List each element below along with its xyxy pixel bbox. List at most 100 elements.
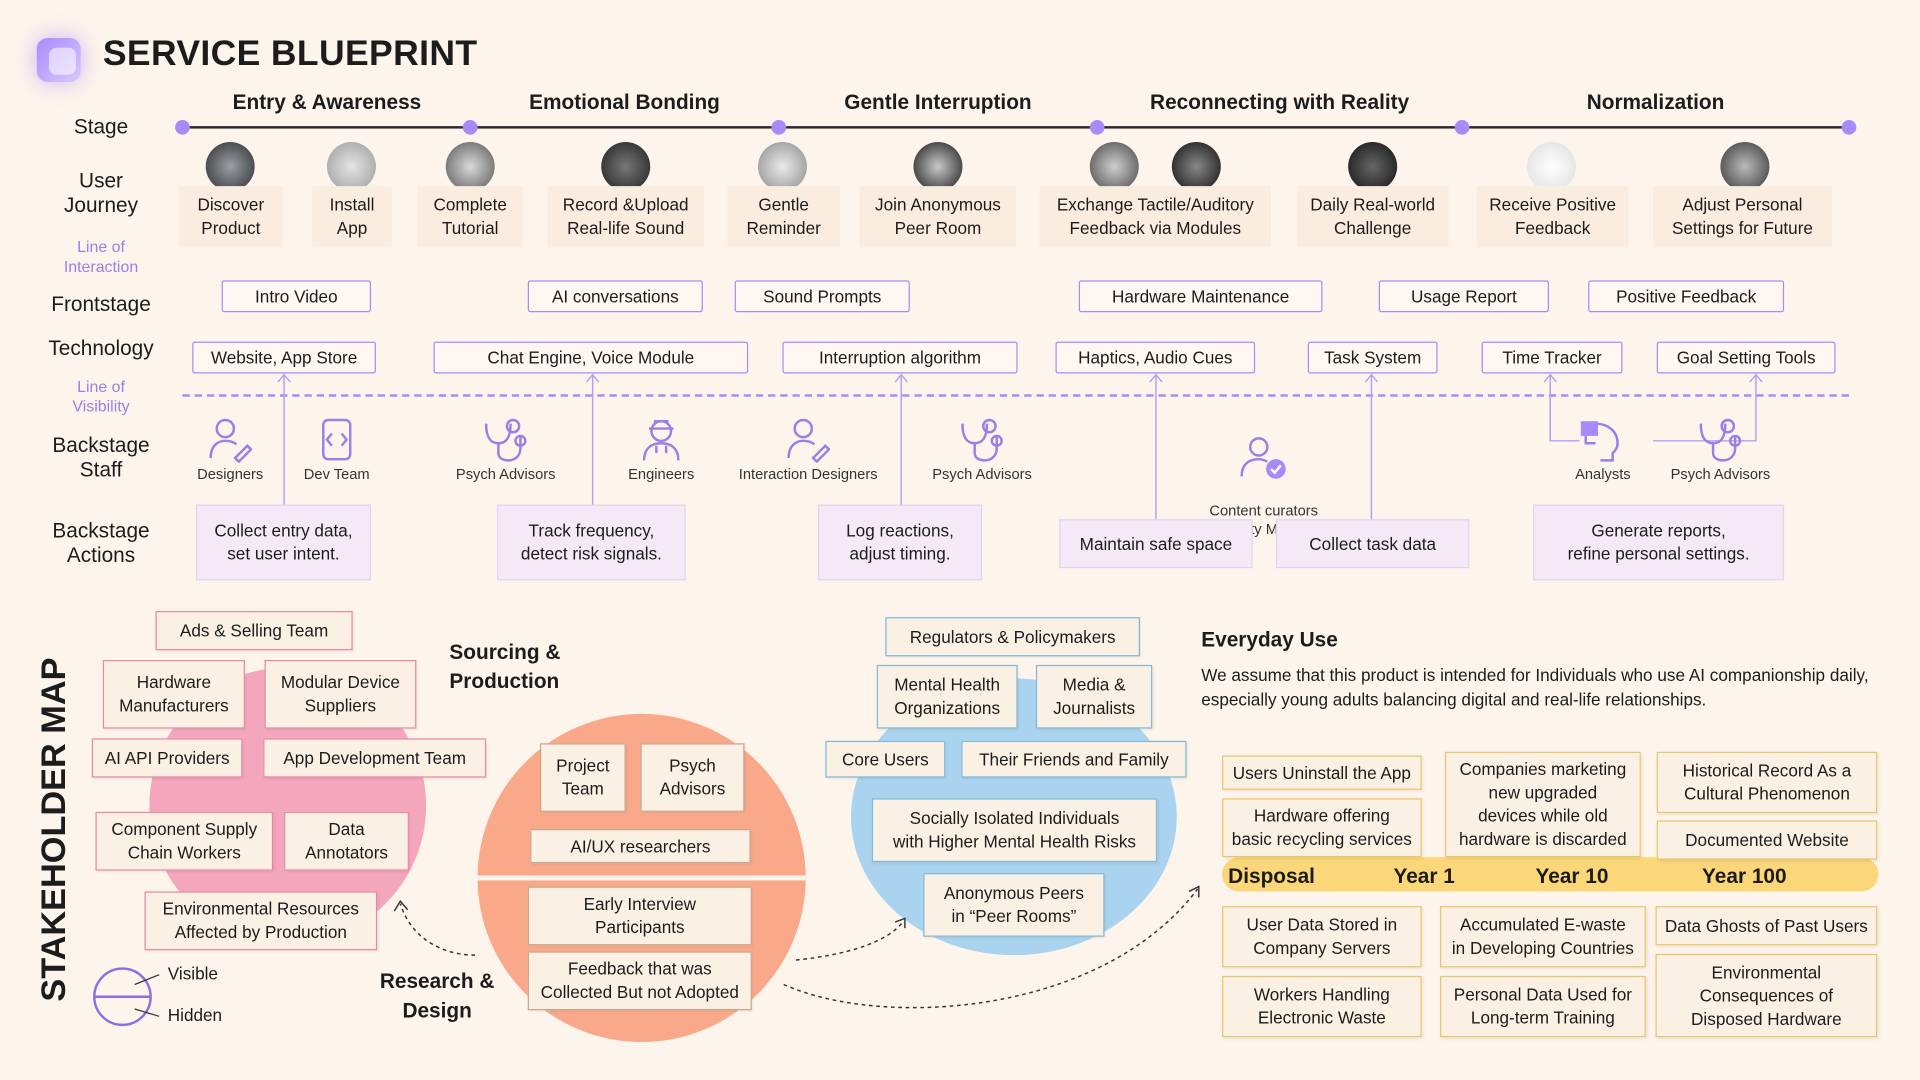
stakeholder-mental-health-orgs: Mental Health Organizations	[876, 664, 1018, 729]
stakeholder-feedback-not-adopted: Feedback that was Collected But not Adop…	[527, 951, 752, 1011]
stakeholder-app-dev-team: App Development Team	[263, 738, 487, 778]
research-design-label: Research & Design	[379, 969, 495, 1023]
engineer-icon	[642, 420, 680, 461]
stakeholder-isolated-individuals: Socially Isolated Individuals with Highe…	[871, 798, 1158, 863]
backstage-action: Maintain safe space	[1059, 519, 1253, 569]
technology-item: Time Tracker	[1481, 341, 1623, 374]
phase-gentle-interruption: Gentle Interruption	[844, 90, 1032, 114]
stakeholder-core-users: Core Users	[825, 740, 946, 778]
staff-psych-advisors: Psych Advisors	[443, 416, 568, 482]
legend-visible-label: Visible	[167, 963, 218, 984]
line-of-visibility	[182, 394, 1849, 397]
row-label-technology: Technology	[48, 336, 154, 361]
journey-step: Daily Real-world Challenge	[1296, 186, 1449, 248]
stakeholder-media-journalists: Media & Journalists	[1035, 664, 1153, 729]
everyday-environmental-consequences: Environmental Consequences of Disposed H…	[1655, 953, 1878, 1038]
backstage-action: Generate reports, refine personal settin…	[1533, 504, 1785, 581]
staff-psych-advisors: Psych Advisors	[921, 416, 1043, 482]
stakeholder-ads-selling: Ads & Selling Team	[155, 611, 353, 651]
everyday-accumulated-ewaste: Accumulated E-waste in Developing Countr…	[1440, 906, 1646, 968]
timeline-band	[1222, 857, 1879, 892]
frontstage-item: Hardware Maintenance	[1078, 280, 1323, 313]
row-label-frontstage: Frontstage	[51, 292, 151, 316]
journey-step: Discover Product	[178, 186, 283, 248]
timeline-disposal: Disposal	[1228, 864, 1315, 888]
technology-item: Chat Engine, Voice Module	[433, 341, 749, 374]
stakeholder-early-interview: Early Interview Participants	[527, 886, 752, 946]
journey-step: Complete Tutorial	[417, 186, 523, 248]
everyday-users-uninstall: Users Uninstall the App	[1222, 755, 1422, 790]
journey-step: Adjust Personal Settings for Future	[1653, 186, 1832, 248]
staff-interaction-designers: Interaction Designers	[730, 416, 887, 482]
journey-step: Record &Upload Real-life Sound	[547, 186, 705, 248]
journey-step: Gentle Reminder	[727, 186, 841, 248]
technology-item: Website, App Store	[192, 341, 376, 374]
stakeholder-anonymous-peers: Anonymous Peers in “Peer Rooms”	[923, 873, 1105, 937]
everyday-hardware-recycling: Hardware offering basic recycling servic…	[1222, 798, 1422, 858]
staff-analysts: Analysts	[1560, 416, 1646, 482]
frontstage-item: AI conversations	[527, 280, 703, 313]
app-logo-icon	[36, 37, 81, 83]
legend-hidden-label: Hidden	[167, 1005, 223, 1025]
row-label-backstage-staff: Backstage Staff	[52, 433, 150, 482]
page-title: SERVICE BLUEPRINT	[102, 34, 478, 74]
designer-icon	[209, 418, 253, 463]
staff-dev-team: Dev Team	[290, 416, 383, 482]
audio-module-icon	[1171, 142, 1221, 192]
stakeholder-hardware-manufacturers: Hardware Manufacturers	[102, 660, 245, 729]
settings-screen-icon	[1720, 142, 1770, 192]
staff-designers: Designers	[184, 416, 277, 482]
stage-dot	[771, 120, 787, 135]
journey-step: Receive Positive Feedback	[1476, 186, 1629, 248]
stakeholder-regulators: Regulators & Policymakers	[885, 617, 1141, 657]
laptop-photo-icon	[205, 142, 255, 192]
dev-team-icon	[322, 418, 352, 461]
everyday-data-ghosts: Data Ghosts of Past Users	[1655, 906, 1878, 946]
frontstage-item: Positive Feedback	[1588, 280, 1785, 313]
psych-advisor-icon	[961, 418, 1003, 462]
everyday-personal-data-training: Personal Data Used for Long-term Trainin…	[1440, 975, 1646, 1038]
frontstage-item: Usage Report	[1378, 280, 1549, 313]
peer-room-photo-icon	[913, 142, 963, 192]
stakeholder-ai-ux-researchers: AI/UX researchers	[530, 828, 751, 864]
stakeholder-modular-suppliers: Modular Device Suppliers	[264, 660, 417, 729]
everyday-companies-marketing: Companies marketing new upgraded devices…	[1444, 751, 1641, 858]
microphone-photo-icon	[601, 142, 651, 192]
journey-step: Install App	[312, 186, 392, 248]
phase-normalization: Normalization	[1586, 90, 1725, 114]
phase-emotional-bonding: Emotional Bonding	[529, 90, 720, 114]
row-label-line-of-visibility: Line of Visibility	[72, 377, 130, 416]
backstage-action: Collect task data	[1275, 519, 1470, 569]
backstage-action: Log reactions, adjust timing.	[817, 504, 983, 581]
app-store-icon	[326, 142, 376, 192]
stage-line	[182, 126, 1849, 129]
journey-step: Join Anonymous Peer Room	[859, 186, 1017, 248]
row-label-backstage-actions: Backstage Actions	[52, 519, 150, 567]
timeline-year-100: Year 100	[1702, 864, 1787, 888]
everyday-use-description: We assume that this product is intended …	[1201, 664, 1869, 709]
backstage-action: Track frequency, detect risk signals.	[497, 504, 686, 581]
row-label-user-journey: User Journey	[63, 168, 139, 217]
technology-item: Goal Setting Tools	[1656, 341, 1836, 374]
backstage-action: Collect entry data, set user intent.	[195, 504, 372, 581]
everyday-use-title: Everyday Use	[1201, 628, 1338, 652]
everyday-documented-website: Documented Website	[1656, 820, 1878, 860]
moderator-icon	[1240, 437, 1286, 479]
frontstage-item: Intro Video	[221, 280, 372, 313]
everyday-workers-ewaste: Workers Handling Electronic Waste	[1222, 975, 1422, 1038]
stakeholder-psych-advisors: Psych Advisors	[640, 743, 745, 812]
stage-dot	[462, 120, 478, 135]
everyday-historical-record: Historical Record As a Cultural Phenomen…	[1656, 751, 1878, 814]
stakeholder-supply-chain-workers: Component Supply Chain Workers	[95, 811, 274, 871]
everyday-user-data-stored: User Data Stored in Company Servers	[1222, 906, 1422, 968]
phase-entry-awareness: Entry & Awareness	[232, 90, 422, 114]
timeline-year-1: Year 1	[1393, 864, 1455, 888]
technology-item: Interruption algorithm	[782, 341, 1018, 374]
journey-step: Exchange Tactile/Auditory Feedback via M…	[1039, 186, 1272, 248]
technology-item: Task System	[1307, 341, 1438, 374]
stage-dot	[1089, 120, 1105, 135]
visibility-legend-icon	[93, 967, 160, 1027]
phone-challenge-icon	[1348, 142, 1398, 192]
row-label-line-of-interaction: Line of Interaction	[63, 237, 139, 276]
